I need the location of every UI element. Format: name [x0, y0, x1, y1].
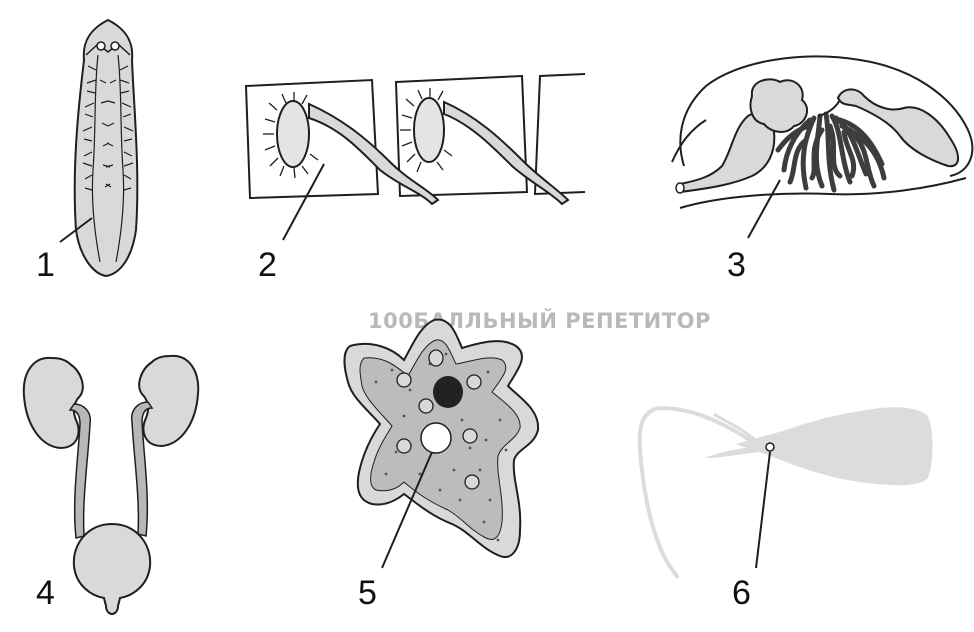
panel-3-tubules: 3	[671, 55, 974, 284]
panel-6-organism: 6	[637, 405, 933, 612]
panel-2-flame-cells: 2	[244, 73, 586, 284]
panel-5-amoeba: 5	[343, 318, 540, 612]
label-2: 2	[258, 246, 277, 284]
label-5: 5	[358, 574, 377, 612]
label-6: 6	[732, 574, 751, 612]
panel-4-urinary-system: 4	[22, 354, 200, 616]
watermark: 100БАЛЛЬНЫЙ РЕПЕТИТОР	[368, 308, 711, 333]
label-4: 4	[36, 574, 55, 612]
label-3: 3	[727, 246, 746, 284]
label-1: 1	[36, 246, 55, 284]
panel-1-planarian: 1	[36, 18, 139, 284]
